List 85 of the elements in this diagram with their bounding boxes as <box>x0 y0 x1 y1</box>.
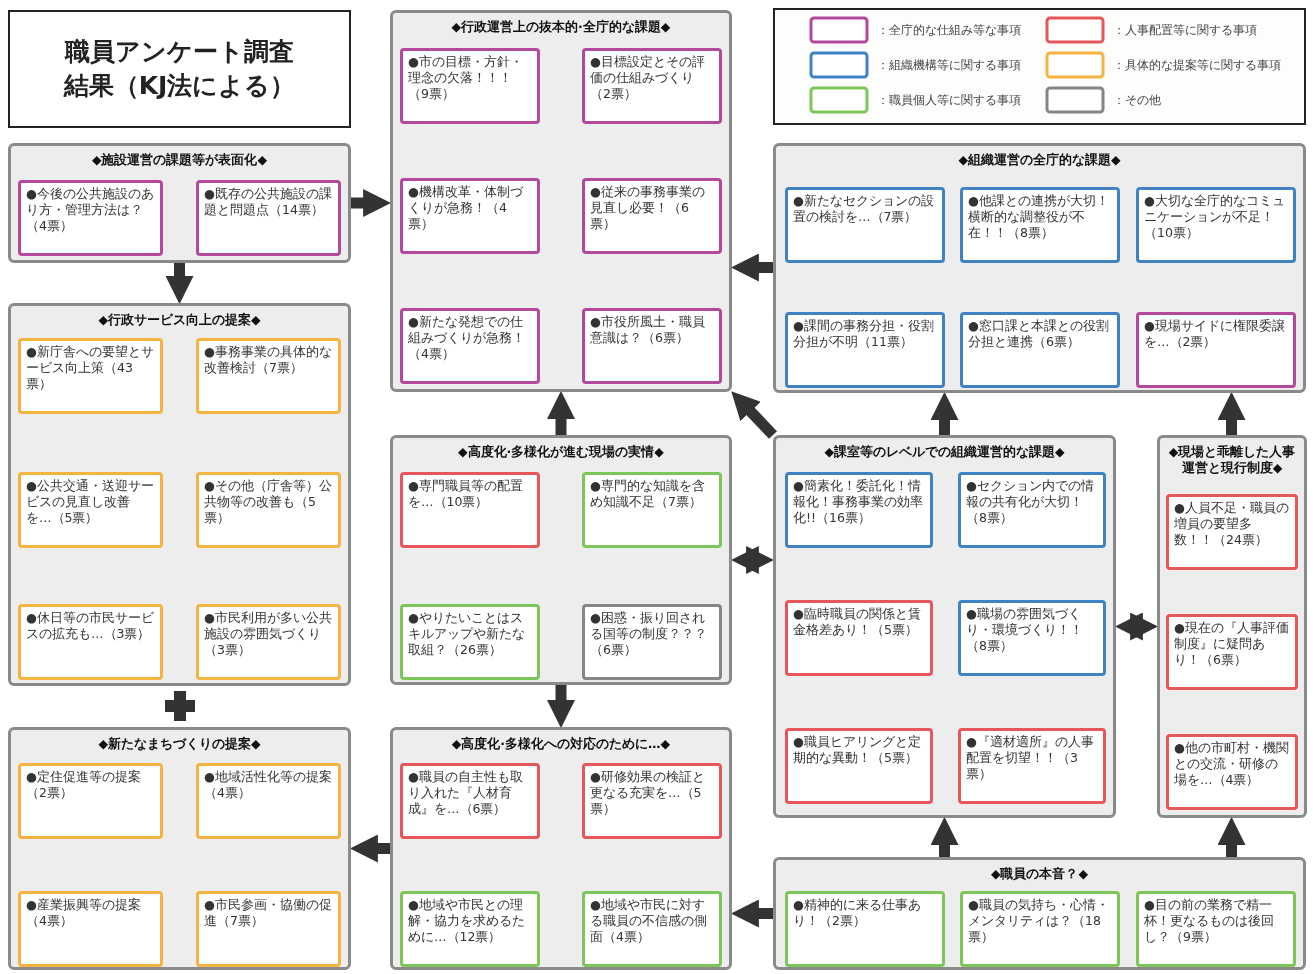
note-card: ●定住促進等の提案（2票） <box>18 763 163 839</box>
group-title: ◆現場と乖離した人事運営と現行制度◆ <box>1167 444 1297 476</box>
note-card: ●その他（庁舎等）公共物等の改善も（5票） <box>196 472 341 548</box>
block-arrow <box>930 391 959 435</box>
note-card: ●市民参画・協働の促進（7票） <box>196 891 341 967</box>
group-title: ◆行政運営上の抜本的·全庁的な課題◆ <box>450 19 672 35</box>
note-card: ●事務事業の具体的な改善検討（7票） <box>196 338 341 414</box>
note-card: ●人員不足・職員の増員の要望多数！！（24票） <box>1166 494 1298 570</box>
block-arrow <box>349 834 390 863</box>
note-card: ●職員の自主性も取り入れた『人材育成』を…（6票） <box>400 763 540 839</box>
group-title: ◆行政サービス向上の提案◆ <box>97 312 262 328</box>
note-card: ●休日等の市民サービスの拡充も…（3票） <box>18 604 163 680</box>
note-card: ●簡素化！委託化！情報化！事務事業の効率化!!（16票） <box>785 472 933 548</box>
note-card: ●職員の気持ち・心情・メンタリティは？（18票） <box>960 891 1120 967</box>
note-card: ●今後の公共施設のあり方・管理方法は？（4票） <box>18 180 163 256</box>
group-title: ◆組織運営の全庁的な課題◆ <box>957 152 1122 168</box>
note-card: ●新庁舎への要望とサービス向上策（43票） <box>18 338 163 414</box>
note-card: ●市の目標・方針・理念の欠落！！！（9票） <box>400 48 540 124</box>
legend-label: ：組織機構等に関する事項 <box>877 58 1021 73</box>
note-card: ●現場サイドに権限委譲を…（2票） <box>1136 312 1296 388</box>
legend-label: ：具体的な提案等に関する事項 <box>1113 58 1281 73</box>
block-arrow <box>930 816 959 857</box>
block-arrow <box>730 899 773 928</box>
note-card: ●市民利用が多い公共施設の雰囲気づくり（3票） <box>196 604 341 680</box>
group-title: ◆職員の本音？◆ <box>989 866 1090 882</box>
note-card: ●市役所風土・職員意識は？（6票） <box>582 308 722 384</box>
legend-label: ：人事配置等に関する事項 <box>1113 23 1257 38</box>
note-card: ●職場の雰囲気づくり・環境づくり！！（8票） <box>958 600 1106 676</box>
note-card: ●職員ヒアリングと定期的な異動！（5票） <box>785 728 933 804</box>
block-arrow <box>547 685 575 729</box>
group-panel <box>390 727 732 970</box>
legend-label: ：全庁的な仕組み等な事項 <box>877 23 1021 38</box>
note-card: ●臨時職員の関係と賃金格差あり！（5票） <box>785 600 933 676</box>
group-panel <box>773 435 1116 818</box>
note-card: ●目の前の業務で精一杯！更なるものは後回し？（9票） <box>1136 891 1296 967</box>
group-title: ◆課室等のレベルでの組織運営的な課題◆ <box>823 444 1066 460</box>
note-card: ●専門職員等の配置を…（10票） <box>400 472 540 548</box>
group-title: ◆施設運営の課題等が表面化◆ <box>90 152 269 168</box>
legend-label: ：職員個人等に関する事項 <box>877 93 1021 108</box>
note-card: ●窓口課と本課との役割分担と連携（6票） <box>960 312 1120 388</box>
block-arrow <box>351 189 392 217</box>
block-arrow <box>165 263 194 305</box>
block-arrow <box>1217 391 1246 435</box>
legend-label: ：その他 <box>1113 93 1161 108</box>
group-title: ◆新たなまちづくりの提案◆ <box>97 736 262 752</box>
note-card: ●他課との連携が大切！横断的な調整役が不在！！（8票） <box>960 187 1120 263</box>
block-arrow <box>1217 816 1246 857</box>
note-card: ●既存の公共施設の課題と問題点（14票） <box>196 180 341 256</box>
note-card: ●セクション内での情報の共有化が大切！（8票） <box>958 472 1106 548</box>
note-card: ●地域や市民との理解・協力を求めるために…（12票） <box>400 891 540 967</box>
group-panel <box>390 10 732 392</box>
note-card: ●地域活性化等の提案（4票） <box>196 763 341 839</box>
group-panel <box>773 143 1306 393</box>
group-title: ◆高度化·多様化が進む現場の実情◆ <box>457 444 665 460</box>
note-card: ●大切な全庁的なコミュニケーションが不足！（10票） <box>1136 187 1296 263</box>
note-card: ●他の市町村・機関との交流・研修の場を…（4票） <box>1166 734 1298 810</box>
note-card: ●公共交通・送迎サービスの見直し改善を…（5票） <box>18 472 163 548</box>
note-card: ●困惑・振り回される国等の制度？？？（6票） <box>582 604 722 680</box>
group-title: ◆高度化·多様化への対応のために…◆ <box>450 736 672 752</box>
note-card: ●新たなセクションの設置の検討を…（7票） <box>785 187 945 263</box>
group-panel <box>390 435 732 685</box>
group-panel <box>8 303 351 686</box>
note-card: ●機構改革・体制づくりが急務！（4票） <box>400 178 540 254</box>
block-arrow <box>731 391 777 439</box>
block-arrow <box>730 253 773 282</box>
title: 職員アンケート調査結果（KJ法による） <box>8 10 351 128</box>
block-arrow <box>730 546 775 574</box>
note-card: ●やりたいことはスキルアップや新たな取組？（26票） <box>400 604 540 680</box>
note-card: ●『適材適所』の人事配置を切望！！（3票） <box>958 728 1106 804</box>
note-card: ●研修効果の検証と更なる充実を…（5票） <box>582 763 722 839</box>
note-card: ●目標設定とその評価の仕組みづくり（2票） <box>582 48 722 124</box>
note-card: ●産業振興等の提案（4票） <box>18 891 163 967</box>
note-card: ●新たな発想での仕組みづくりが急務！（4票） <box>400 308 540 384</box>
group-panel <box>773 857 1306 970</box>
note-card: ●課間の事務分担・役割分担が不明（11票） <box>785 312 945 388</box>
block-arrow <box>547 390 575 435</box>
group-panel <box>1157 435 1307 818</box>
group-panel <box>8 727 351 970</box>
note-card: ●地域や市民に対する職員の不信感の側面（4票） <box>582 891 722 967</box>
note-card: ●従来の事務事業の見直し必要！（6票） <box>582 178 722 254</box>
note-card: ●精神的に来る仕事あり！（2票） <box>785 891 945 967</box>
group-panel <box>8 143 351 263</box>
block-arrow <box>1114 612 1159 641</box>
note-card: ●専門的な知識を含め知識不足（7票） <box>582 472 722 548</box>
note-card: ●現在の『人事評価制度』に疑問あり！（6票） <box>1166 614 1298 690</box>
